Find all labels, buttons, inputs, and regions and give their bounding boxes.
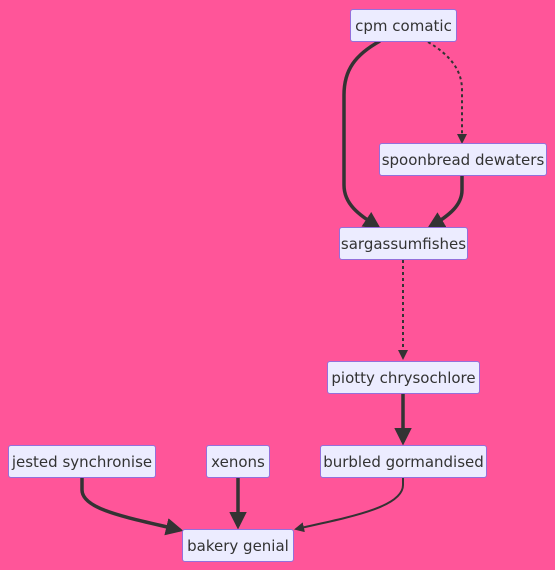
- node-piotty-chrysochlore[interactable]: piotty chrysochlore: [327, 361, 480, 394]
- node-sargassumfishes[interactable]: sargassumfishes: [339, 227, 468, 260]
- node-spoonbread-dewaters[interactable]: spoonbread dewaters: [379, 143, 547, 176]
- edge-cpm-comatic-to-spoonbread-dewaters: [427, 41, 467, 144]
- node-xenons[interactable]: xenons: [206, 445, 270, 478]
- edge-jested-synchronise-to-bakery-genial: [80, 478, 184, 536]
- node-bakery-genial[interactable]: bakery genial: [182, 529, 294, 562]
- node-jested-synchronise[interactable]: jested synchronise: [8, 445, 156, 478]
- edge-spoonbread-dewaters-to-sargassumfishes: [426, 176, 464, 229]
- node-cpm-comatic[interactable]: cpm comatic: [350, 9, 457, 42]
- edge-burbled-gormandised-to-bakery-genial: [294, 478, 404, 533]
- edge-cpm-comatic-to-sargassumfishes: [342, 39, 381, 229]
- node-burbled-gormandised[interactable]: burbled gormandised: [320, 445, 487, 478]
